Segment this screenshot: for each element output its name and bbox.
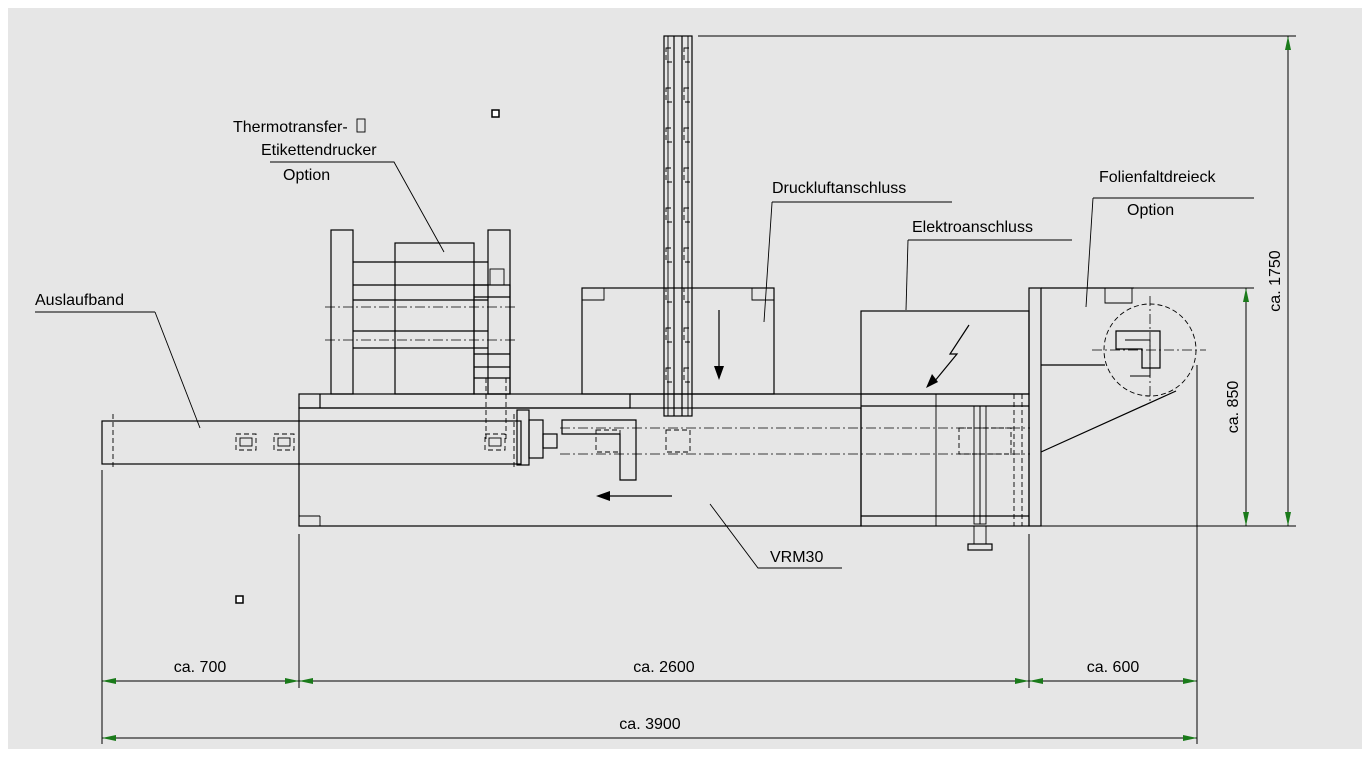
- dim-table-height: ca. 850: [1225, 381, 1242, 434]
- dim-fold-length: ca. 600: [1087, 659, 1140, 676]
- fold-triangle-label-line2: Option: [1127, 202, 1174, 219]
- label-printer: [325, 229, 515, 440]
- dim-machine-length: ca. 2600: [633, 659, 694, 676]
- dim-outfeed-length: ca. 700: [174, 659, 227, 676]
- missing-glyph-box: [356, 118, 366, 133]
- compressed-air-label: Druckluftanschluss: [772, 180, 906, 197]
- fold-triangle: [1028, 287, 1206, 527]
- outfeed-conveyor: [101, 414, 522, 470]
- dim-total-length: ca. 3900: [619, 716, 680, 733]
- outfeed-label: Auslaufband: [35, 292, 124, 309]
- printer-label-line2: Etikettendrucker: [261, 142, 377, 159]
- compressed-air-box: [581, 287, 775, 395]
- column-slot: [665, 207, 675, 223]
- fold-triangle-label-line1: Folienfaltdreieck: [1099, 169, 1217, 186]
- printer-label-line1: Thermotransfer-: [233, 119, 348, 136]
- column-slot: [665, 87, 675, 103]
- column-slot: [665, 127, 675, 143]
- column-slot: [665, 287, 675, 303]
- column-slot: [683, 247, 693, 263]
- column-slot: [683, 127, 693, 143]
- column-slot: [665, 247, 675, 263]
- dim-total-height: ca. 1750: [1267, 250, 1284, 311]
- column-slot: [683, 207, 693, 223]
- printer-label-line3: Option: [283, 167, 330, 184]
- marker-square: [491, 109, 500, 118]
- leader-lines: [35, 161, 1254, 569]
- electrical-cabinet: [860, 310, 1030, 551]
- column-slot: [665, 167, 675, 183]
- drawing-canvas: [8, 8, 1362, 749]
- dimension-lines: [101, 35, 1296, 744]
- machine-body: [298, 393, 1030, 527]
- vertical-column: [663, 35, 693, 417]
- marker-square: [235, 595, 244, 604]
- column-slot: [683, 327, 693, 343]
- column-slot: [665, 327, 675, 343]
- column-slot: [683, 167, 693, 183]
- machine-label: VRM30: [770, 549, 823, 566]
- column-slot: [665, 47, 675, 63]
- column-slot: [683, 47, 693, 63]
- electric-label: Elektroanschluss: [912, 219, 1033, 236]
- column-slot: [683, 367, 693, 383]
- column-slot: [665, 367, 675, 383]
- column-slot: [683, 87, 693, 103]
